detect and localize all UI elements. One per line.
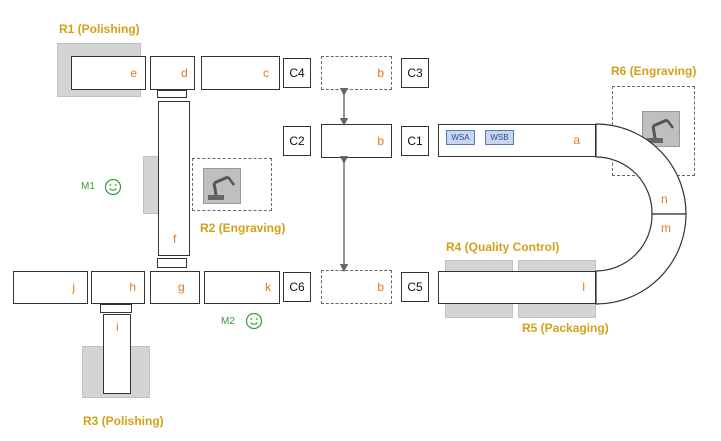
r6-label: R6 (Engraving) bbox=[611, 64, 697, 78]
connector-h-i bbox=[100, 304, 132, 313]
r6-robot-icon bbox=[642, 111, 680, 147]
segment-l[interactable]: l bbox=[438, 271, 596, 304]
control-c1[interactable]: C1 bbox=[401, 126, 429, 156]
monitor-m2-label: M2 bbox=[221, 316, 235, 327]
segment-e-label: e bbox=[130, 66, 137, 80]
segment-a[interactable]: a bbox=[438, 124, 596, 157]
control-c5[interactable]: C5 bbox=[401, 272, 429, 302]
segment-b-top-label: b bbox=[377, 66, 384, 80]
segment-k[interactable]: k bbox=[204, 271, 280, 304]
control-c2[interactable]: C2 bbox=[283, 126, 311, 156]
segment-b-top[interactable]: b bbox=[321, 56, 392, 90]
segment-g[interactable]: g bbox=[150, 271, 200, 304]
segment-e[interactable]: e bbox=[71, 56, 146, 90]
r1-label: R1 (Polishing) bbox=[59, 22, 140, 36]
segment-d-label: d bbox=[181, 66, 188, 80]
segment-i[interactable]: i bbox=[103, 314, 131, 394]
segment-l-label: l bbox=[582, 280, 585, 294]
workstation-wsb[interactable]: WSB bbox=[485, 130, 514, 145]
r2-label: R2 (Engraving) bbox=[200, 221, 286, 235]
segment-f-label: f bbox=[173, 232, 177, 246]
control-c3[interactable]: C3 bbox=[401, 58, 429, 88]
segment-j-label: j bbox=[72, 280, 75, 294]
segment-i-label: i bbox=[116, 320, 119, 334]
segment-b-bottom-label: b bbox=[377, 280, 384, 294]
smiley-icon bbox=[245, 312, 263, 330]
segment-h[interactable]: h bbox=[91, 271, 145, 304]
segment-d[interactable]: d bbox=[150, 56, 195, 90]
r4-label: R4 (Quality Control) bbox=[446, 240, 560, 254]
monitor-m1-label: M1 bbox=[81, 181, 95, 192]
segment-k-label: k bbox=[265, 280, 271, 294]
segment-j[interactable]: j bbox=[13, 271, 88, 304]
r2-robot-icon bbox=[203, 168, 241, 204]
segment-f[interactable]: f bbox=[158, 101, 190, 256]
segment-c[interactable]: c bbox=[201, 56, 280, 90]
segment-c-label: c bbox=[263, 66, 269, 80]
control-c4[interactable]: C4 bbox=[283, 58, 311, 88]
curve-segment-m bbox=[595, 213, 687, 305]
segment-b-middle[interactable]: b bbox=[321, 124, 392, 158]
control-c6[interactable]: C6 bbox=[283, 272, 311, 302]
connector-d-f bbox=[157, 90, 187, 98]
segment-b-middle-label: b bbox=[377, 134, 384, 148]
m1-machine-block bbox=[143, 156, 159, 214]
segment-a-label: a bbox=[573, 133, 580, 147]
segment-g-label: g bbox=[178, 280, 185, 294]
r3-label: R3 (Polishing) bbox=[83, 414, 164, 428]
segment-h-label: h bbox=[129, 280, 136, 294]
r5-label: R5 (Packaging) bbox=[522, 321, 609, 335]
smiley-icon bbox=[104, 178, 122, 196]
workstation-wsa[interactable]: WSA bbox=[446, 130, 475, 145]
segment-b-bottom[interactable]: b bbox=[321, 270, 392, 304]
connector-f-g bbox=[157, 258, 187, 268]
segment-m-label: m bbox=[661, 221, 671, 235]
segment-n-label: n bbox=[661, 192, 668, 206]
